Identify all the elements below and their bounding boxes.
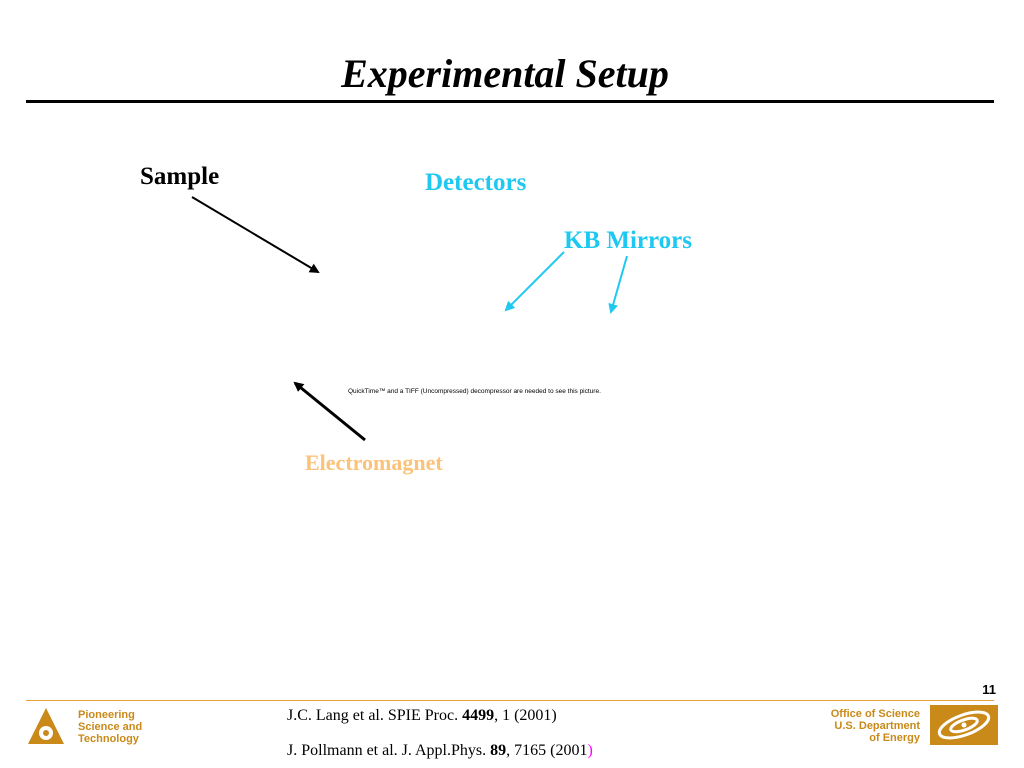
sample-arrow: [191, 196, 320, 274]
lab-tagline: Pioneering Science and Technology: [78, 709, 142, 745]
missing-image-placeholder: QuickTime™ and a TIFF (Uncompressed) dec…: [348, 388, 601, 395]
doe-line-2: U.S. Department: [834, 720, 920, 732]
ref1-pages: , 1 (2001): [494, 707, 557, 724]
detectors-label: Detectors: [425, 169, 527, 196]
ref1-text: J.C. Lang et al. SPIE Proc.: [287, 707, 463, 724]
title-divider: [26, 100, 994, 103]
tagline-line-3: Technology: [78, 733, 139, 745]
reference-2: J. Pollmann et al. J. Appl.Phys. 89, 716…: [287, 742, 593, 760]
ref2-volume: 89: [490, 742, 507, 759]
doe-logo-icon: [930, 705, 998, 745]
sample-label: Sample: [140, 163, 220, 190]
tagline-line-1: Pioneering: [78, 709, 135, 721]
argonne-logo-icon: [28, 708, 64, 744]
doe-office-text: Office of Science U.S. Department of Ene…: [831, 708, 920, 744]
kb-mirrors-label: KB Mirrors: [564, 227, 692, 254]
kb-mirror-arrow-right: [608, 255, 628, 314]
ref2-pages: , 7165 (2001: [506, 742, 588, 759]
slide-title: Experimental Setup: [341, 51, 669, 96]
electromagnet-label: Electromagnet: [305, 450, 443, 475]
kb-mirror-arrow-left: [504, 251, 565, 312]
page-number: 11: [982, 682, 996, 697]
tagline-line-2: Science and: [78, 721, 143, 733]
footer-divider: [26, 700, 994, 701]
doe-line-1: Office of Science: [830, 708, 920, 720]
ref2-trailing-paren: ): [587, 742, 593, 759]
ref1-volume: 4499: [462, 707, 495, 724]
doe-line-3: of Energy: [869, 732, 920, 744]
electromagnet-arrow: [293, 381, 366, 442]
reference-1: J.C. Lang et al. SPIE Proc. 4499, 1 (200…: [287, 707, 557, 725]
ref2-text: J. Pollmann et al. J. Appl.Phys.: [287, 742, 491, 759]
